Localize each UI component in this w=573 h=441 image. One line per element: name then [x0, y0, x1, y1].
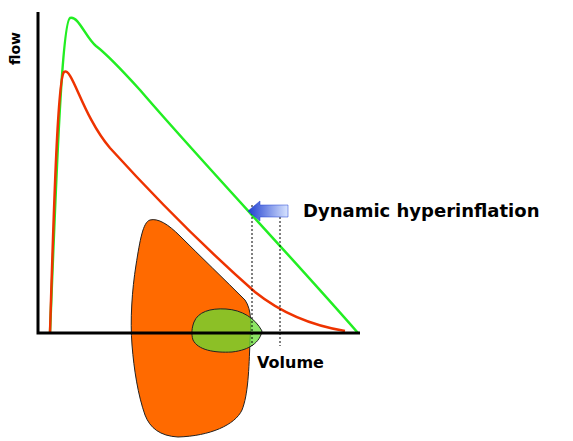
axis-title: Volume: [257, 355, 324, 371]
maximal-flow-volume-curve: [50, 18, 358, 333]
annotation-label: Dynamic hyperinflation: [303, 202, 539, 220]
axes: [38, 12, 360, 333]
dotted-guide: [280, 205, 281, 346]
dotted-guide: [252, 205, 253, 346]
axis-title: flow: [8, 32, 22, 65]
shift-arrow: [248, 201, 288, 221]
rest-tidal-loop: [192, 309, 262, 352]
reduced-flow-volume-curve: [50, 71, 345, 333]
